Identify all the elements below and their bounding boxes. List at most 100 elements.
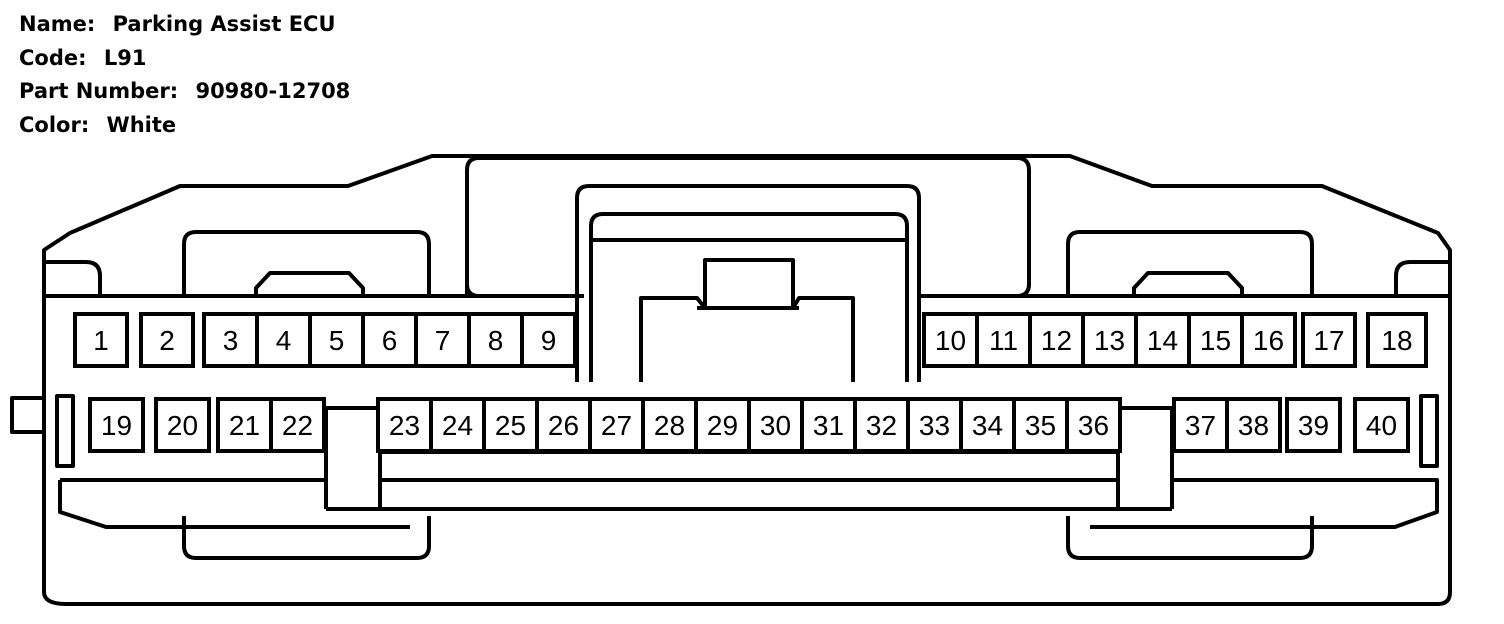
pin-40: 40 — [1353, 397, 1410, 453]
pin-23: 23 — [376, 397, 433, 453]
top-center-block — [465, 156, 1031, 298]
pin-cavity — [694, 397, 751, 453]
pin-number: 16 — [1253, 325, 1284, 356]
code-row: Code: L91 — [19, 42, 350, 76]
pin-number: 25 — [495, 410, 526, 441]
right-corner-ear — [1394, 260, 1450, 296]
part-number-value: 90980-12708 — [195, 79, 351, 103]
pin-number: 19 — [101, 410, 132, 441]
right-bottom-bump — [1066, 516, 1314, 560]
name-value: Parking Assist ECU — [112, 12, 336, 36]
pin-28: 28 — [641, 397, 698, 453]
pin-number: 35 — [1025, 410, 1056, 441]
pin-cavity — [361, 312, 418, 368]
pin-25: 25 — [482, 397, 539, 453]
part-number-label: Part Number: — [19, 79, 179, 103]
pin-cavity — [588, 397, 645, 453]
pin-8: 8 — [467, 312, 524, 368]
pin-31: 31 — [800, 397, 857, 453]
pin-cavity — [1225, 397, 1282, 453]
pin-cavity — [1012, 397, 1069, 453]
pin-number: 9 — [541, 325, 557, 356]
pin-number: 31 — [813, 410, 844, 441]
pin-number: 33 — [919, 410, 950, 441]
pin-37: 37 — [1172, 397, 1229, 453]
connector-housing — [10, 154, 1452, 606]
pin-10: 10 — [922, 312, 979, 368]
pin-number: 13 — [1094, 325, 1125, 356]
pin-cavity — [520, 312, 577, 368]
code-value: L91 — [103, 45, 147, 70]
pin-cavity — [88, 397, 145, 453]
pin-5: 5 — [308, 312, 365, 368]
pin-15: 15 — [1187, 312, 1244, 368]
pin-number: 39 — [1298, 410, 1329, 441]
pin-number: 37 — [1185, 410, 1216, 441]
pin-number: 6 — [382, 325, 398, 356]
pin-20: 20 — [154, 397, 211, 453]
pin-27: 27 — [588, 397, 645, 453]
pin-cavity — [429, 397, 486, 453]
pin-number: 38 — [1238, 410, 1269, 441]
latch-lock — [639, 258, 855, 382]
pin-number: 40 — [1366, 410, 1397, 441]
name-row: Name: Parking Assist ECU — [19, 8, 350, 42]
latch-outer — [575, 184, 921, 382]
pin-number: 11 — [989, 325, 1018, 356]
pin-19: 19 — [88, 397, 145, 453]
pin-30: 30 — [747, 397, 804, 453]
pin-cavity — [1065, 397, 1122, 453]
pin-21: 21 — [216, 397, 273, 453]
pin-cavity — [747, 397, 804, 453]
name-label: Name: — [19, 12, 96, 36]
pin-number: 24 — [442, 410, 473, 441]
pin-number: 7 — [435, 325, 451, 356]
housing-outline — [42, 154, 1452, 606]
color-label: Color: — [19, 112, 90, 137]
pin-number: 29 — [707, 410, 738, 441]
pin-33: 33 — [906, 397, 963, 453]
lower-inner-tray — [58, 478, 1439, 529]
pin-36: 36 — [1065, 397, 1122, 453]
pin-number: 3 — [223, 325, 239, 356]
pin-2: 2 — [139, 312, 195, 368]
color-row: Color: White — [19, 109, 350, 143]
pin-number: 36 — [1078, 410, 1109, 441]
pin-1: 1 — [73, 312, 129, 368]
pin-7: 7 — [414, 312, 471, 368]
pin-number: 2 — [159, 325, 175, 356]
pin-number: 32 — [866, 410, 897, 441]
pin-39: 39 — [1285, 397, 1342, 453]
pin-cavity — [467, 312, 524, 368]
left-side-slot — [55, 394, 75, 468]
pin-34: 34 — [959, 397, 1016, 453]
left-bottom-bump — [182, 516, 431, 560]
pin-number: 22 — [282, 410, 313, 441]
pin-6: 6 — [361, 312, 418, 368]
pin-number: 15 — [1200, 325, 1231, 356]
pin-number: 26 — [548, 410, 579, 441]
pin-number: 34 — [972, 410, 1003, 441]
pin-cavity — [308, 312, 365, 368]
pin-38: 38 — [1225, 397, 1282, 453]
left-corner-ear — [44, 260, 102, 296]
pin-number: 20 — [167, 410, 198, 441]
code-label: Code: — [19, 45, 87, 70]
pin-32: 32 — [853, 397, 910, 453]
pin-cavity — [376, 397, 433, 453]
pin-number: 21 — [229, 410, 260, 441]
pin-cavity — [1353, 397, 1410, 453]
pin-cavity — [269, 397, 326, 453]
latch-inner — [589, 212, 909, 382]
pin-14: 14 — [1134, 312, 1191, 368]
pin-number: 12 — [1041, 325, 1072, 356]
pin-26: 26 — [535, 397, 592, 453]
pin-cavity — [959, 397, 1016, 453]
pin-12: 12 — [1028, 312, 1085, 368]
pin-cavity — [1301, 312, 1357, 368]
left-upper-bump — [182, 230, 431, 296]
left-side-tab — [10, 396, 46, 434]
pin-cavity — [1285, 397, 1342, 453]
